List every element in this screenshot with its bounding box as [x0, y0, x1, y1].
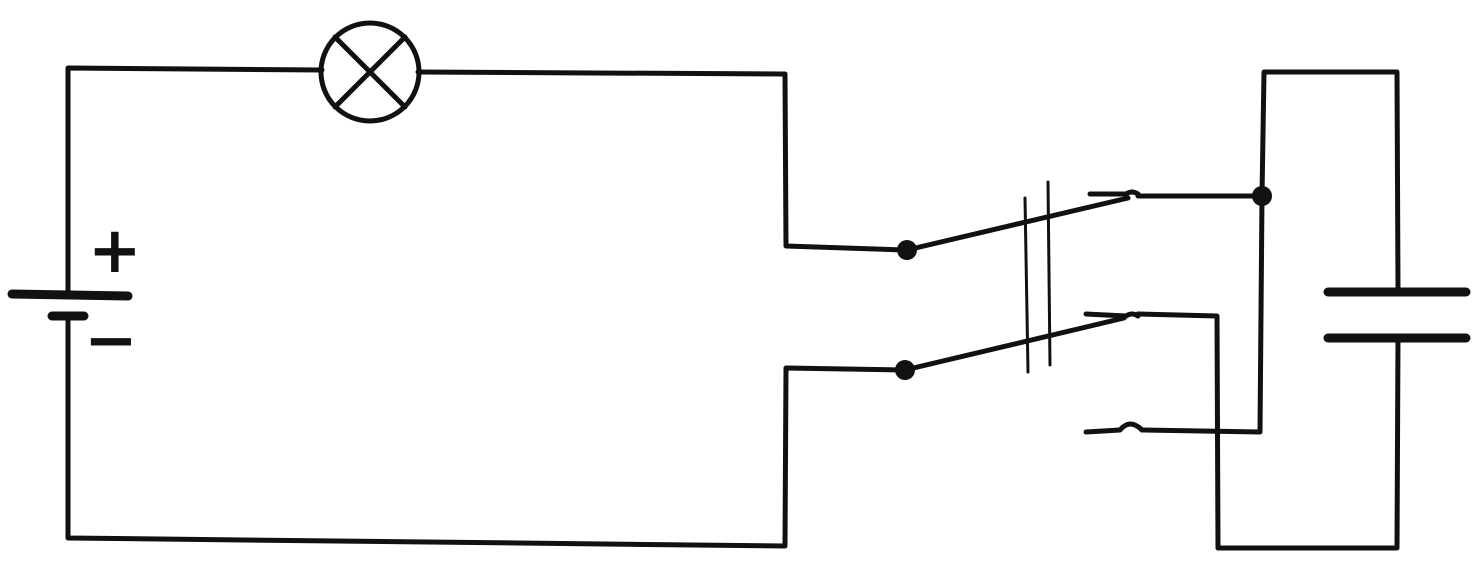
- switch-linkage-b: [1046, 180, 1052, 367]
- dpdt-switch-icon: [895, 180, 1145, 435]
- battery-positive-label: +: [88, 214, 142, 288]
- switch-blade-top: [904, 195, 1131, 253]
- left-loop-wires: [65, 65, 908, 549]
- contact-top: [1087, 189, 1141, 197]
- wire-middle-contact-to-capacitor-bottom: [1135, 311, 1401, 551]
- junction-dot: [1252, 186, 1272, 206]
- battery-long-plate: [7, 289, 133, 301]
- lamp-circle: [318, 20, 422, 124]
- lamp-crossed-circle-icon: [318, 20, 422, 124]
- wire-junction-to-lower-contact: [1139, 193, 1265, 435]
- switch-linkage-a: [1023, 196, 1030, 374]
- wire-lamp-to-switch-top: [415, 69, 908, 253]
- battery-icon: + −: [7, 214, 142, 378]
- contact-middle: [1083, 311, 1141, 319]
- lamp-cross-b: [332, 34, 408, 110]
- switch-blade-bottom: [902, 315, 1127, 373]
- wire-battery-top-to-lamp: [65, 65, 325, 295]
- wire-battery-bottom-to-switch-bottom: [65, 315, 906, 549]
- battery-negative-label: −: [84, 304, 138, 378]
- wire-junction-to-capacitor-top: [1259, 69, 1401, 293]
- right-loop-wires: [1135, 69, 1401, 551]
- contact-lower: [1083, 421, 1145, 435]
- capacitor-icon: [1323, 287, 1471, 343]
